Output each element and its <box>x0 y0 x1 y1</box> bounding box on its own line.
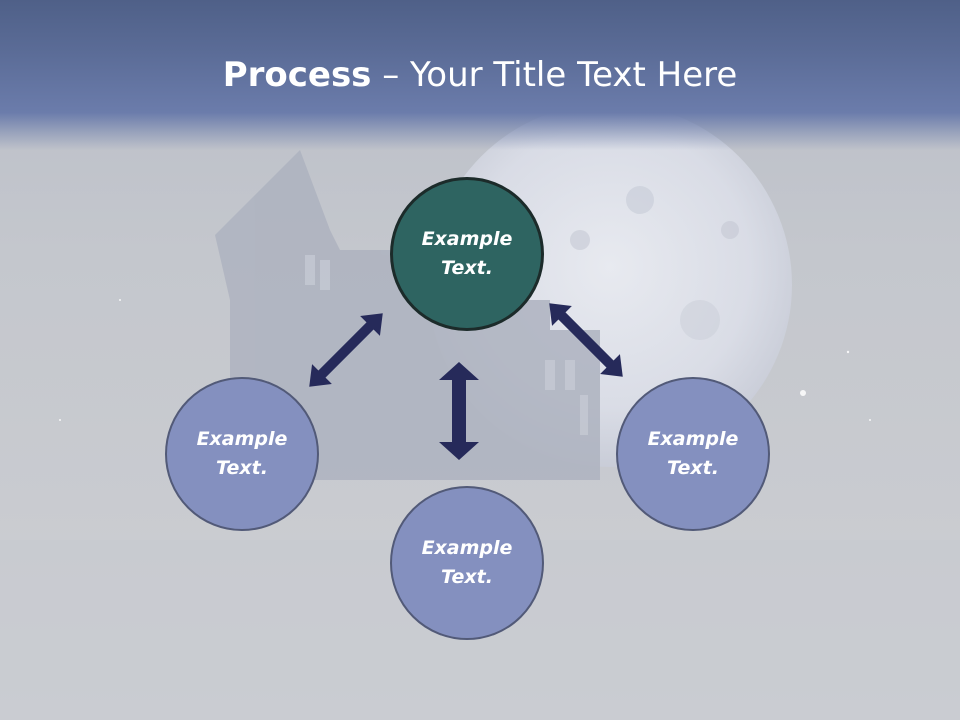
double-arrow-vertical <box>439 362 479 460</box>
title-banner <box>0 0 960 150</box>
node-right: Example Text. <box>616 377 770 531</box>
double-arrow-right <box>549 303 623 377</box>
node-bottom-label: Example Text. <box>421 537 513 588</box>
double-arrow-left <box>309 313 383 387</box>
node-left: Example Text. <box>165 377 319 531</box>
node-top: Example Text. <box>390 177 544 331</box>
node-right-label: Example Text. <box>647 428 739 479</box>
slide-title: Process – Your Title Text Here <box>0 52 960 98</box>
node-bottom: Example Text. <box>390 486 544 640</box>
title-bold: Process <box>222 55 372 95</box>
node-top-label: Example Text. <box>421 228 513 279</box>
title-rest: – Your Title Text Here <box>371 55 738 95</box>
node-left-label: Example Text. <box>196 428 288 479</box>
